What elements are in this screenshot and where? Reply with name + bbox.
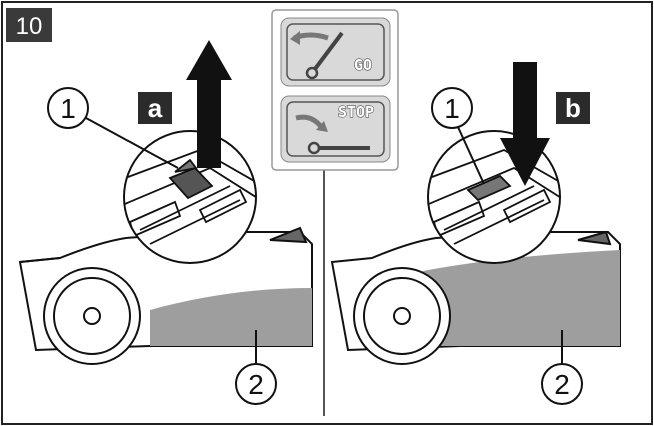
go-stop-sign: GO STOP bbox=[271, 9, 399, 171]
tag-b-label: b bbox=[565, 93, 581, 123]
panel-a: a 1 2 bbox=[18, 40, 313, 405]
go-plate: GO bbox=[280, 17, 391, 87]
housing-shade-b bbox=[418, 250, 620, 346]
callout-2-a-label: 2 bbox=[248, 369, 264, 400]
up-arrow-a bbox=[186, 40, 232, 168]
wheel-b bbox=[353, 267, 451, 365]
tag-a-label: a bbox=[148, 93, 163, 123]
figure-number: 10 bbox=[16, 13, 43, 40]
wheel-a bbox=[43, 267, 141, 365]
callout-1-b: 1 bbox=[431, 87, 485, 185]
go-lever-icon bbox=[310, 31, 344, 75]
panel-b: b 1 2 bbox=[330, 62, 621, 405]
lever-raised-a bbox=[168, 166, 214, 200]
mower-body-a bbox=[18, 226, 313, 352]
down-arrow-b bbox=[500, 62, 550, 186]
callout-1-b-label: 1 bbox=[444, 93, 460, 124]
callout-1-a: 1 bbox=[47, 87, 179, 169]
housing-shade-a bbox=[150, 288, 312, 346]
lever-lowered-b bbox=[466, 174, 512, 202]
callout-2-b-label: 2 bbox=[554, 369, 570, 400]
go-label: GO bbox=[354, 56, 372, 74]
callout-1-a-label: 1 bbox=[60, 93, 76, 124]
magnifier-a bbox=[123, 130, 257, 264]
figure-number-badge: 10 bbox=[6, 8, 52, 42]
stop-plate: STOP bbox=[280, 95, 391, 163]
callout-2-a: 2 bbox=[235, 330, 277, 405]
tag-a: a bbox=[138, 92, 172, 124]
tag-b: b bbox=[556, 92, 590, 124]
callout-2-b: 2 bbox=[541, 330, 583, 405]
stop-label: STOP bbox=[338, 103, 374, 121]
